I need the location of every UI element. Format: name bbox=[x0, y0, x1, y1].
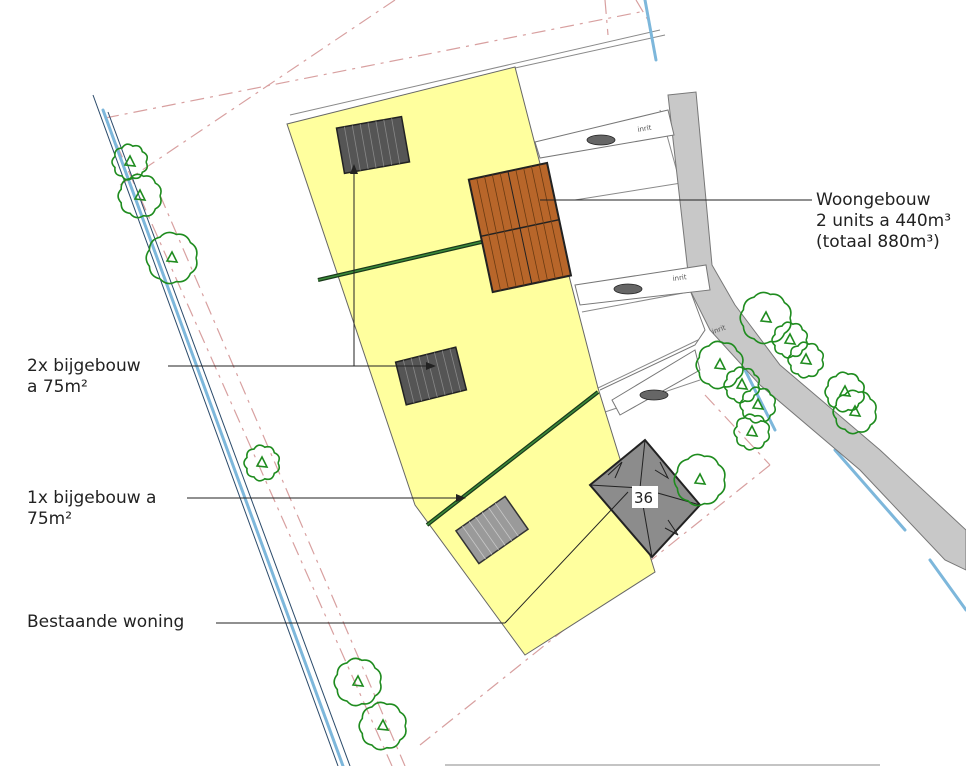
tree-icon bbox=[695, 340, 744, 390]
ditch-edges bbox=[92, 94, 351, 766]
label-1x-bijgebouw-line2: 75m² bbox=[27, 509, 73, 529]
label-woongebouw: Woongebouw 2 units a 440m³ (totaal 880m³… bbox=[816, 190, 951, 253]
tree-icon bbox=[243, 444, 281, 482]
tree-icon bbox=[771, 321, 809, 359]
tree-icon bbox=[333, 657, 382, 707]
label-2x-bijgebouw-line2: a 75m² bbox=[27, 377, 88, 397]
tree-icon bbox=[787, 341, 825, 379]
label-2x-bijgebouw: 2x bijgebouw a 75m² bbox=[27, 356, 141, 398]
road bbox=[599, 91, 966, 571]
tree-icon bbox=[673, 453, 726, 507]
label-woongebouw-line3: (totaal 880m³) bbox=[816, 232, 940, 252]
callout-lines bbox=[168, 168, 812, 624]
drain-grates bbox=[586, 134, 669, 401]
label-woongebouw-line1: Woongebouw bbox=[816, 190, 931, 210]
inrit-label-1: inrit bbox=[637, 124, 652, 134]
inrit-label-2: inrit bbox=[672, 273, 687, 283]
parcel-lines bbox=[289, 29, 880, 766]
outbuilding-middle bbox=[394, 346, 468, 406]
trees bbox=[111, 143, 877, 751]
label-woongebouw-line2: 2 units a 440m³ bbox=[816, 211, 952, 231]
woongebouw bbox=[467, 161, 573, 294]
existing-house: 36 bbox=[588, 438, 702, 559]
tree-icon bbox=[733, 413, 771, 451]
callout-arrowheads bbox=[350, 164, 466, 502]
outbuilding-north bbox=[335, 115, 411, 175]
tree-icon bbox=[117, 173, 162, 219]
tree-icon bbox=[739, 386, 777, 424]
tree-icon bbox=[358, 701, 407, 751]
label-bestaande-woning: Bestaande woning bbox=[27, 612, 185, 632]
tree-icon bbox=[832, 389, 877, 435]
house-number: 36 bbox=[634, 489, 653, 507]
label-1x-bijgebouw-line1: 1x bijgebouw a bbox=[27, 488, 157, 508]
label-1x-bijgebouw: 1x bijgebouw a 75m² bbox=[27, 488, 156, 530]
driveways bbox=[534, 109, 711, 416]
tree-icon bbox=[111, 143, 149, 181]
tree-icon bbox=[723, 366, 761, 404]
label-2x-bijgebouw-line1: 2x bijgebouw bbox=[27, 356, 141, 376]
tree-icon bbox=[145, 231, 198, 285]
tree-icon bbox=[739, 291, 792, 345]
building-plot bbox=[286, 66, 656, 656]
outbuilding-south bbox=[454, 495, 530, 565]
